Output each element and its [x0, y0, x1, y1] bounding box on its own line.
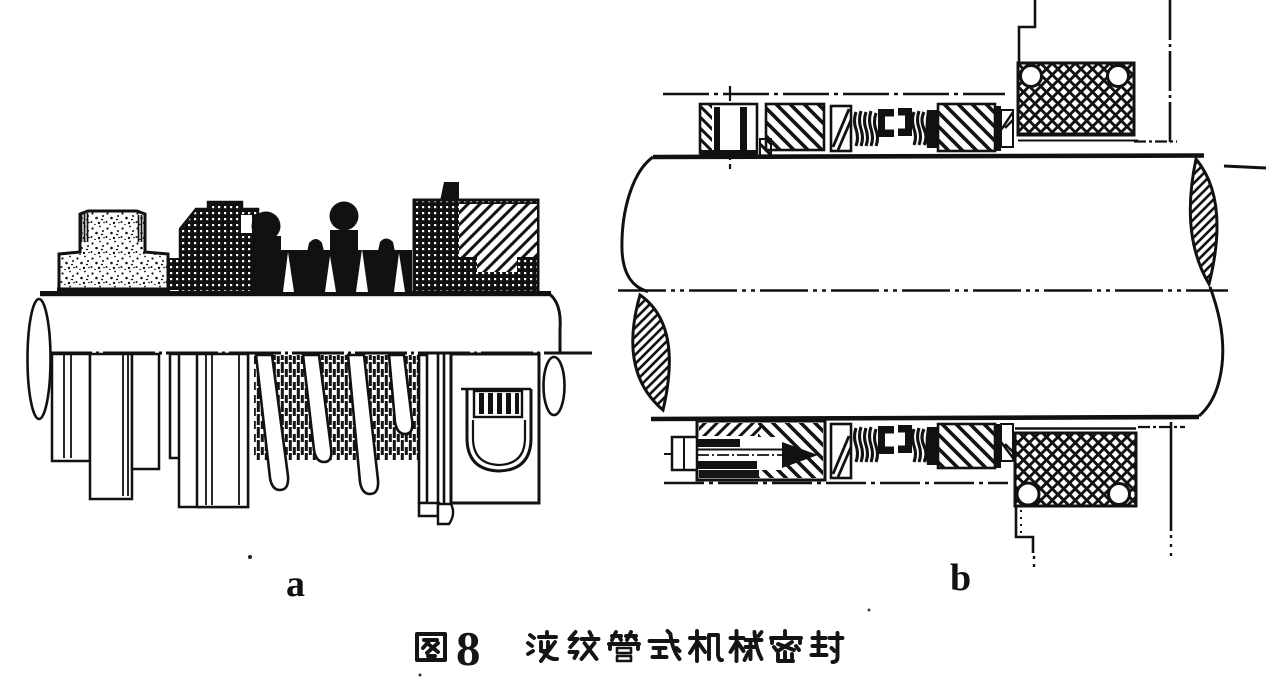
svg-text:a: a	[286, 563, 305, 605]
svg-text:8: 8	[456, 621, 481, 676]
svg-text:b: b	[950, 557, 971, 599]
